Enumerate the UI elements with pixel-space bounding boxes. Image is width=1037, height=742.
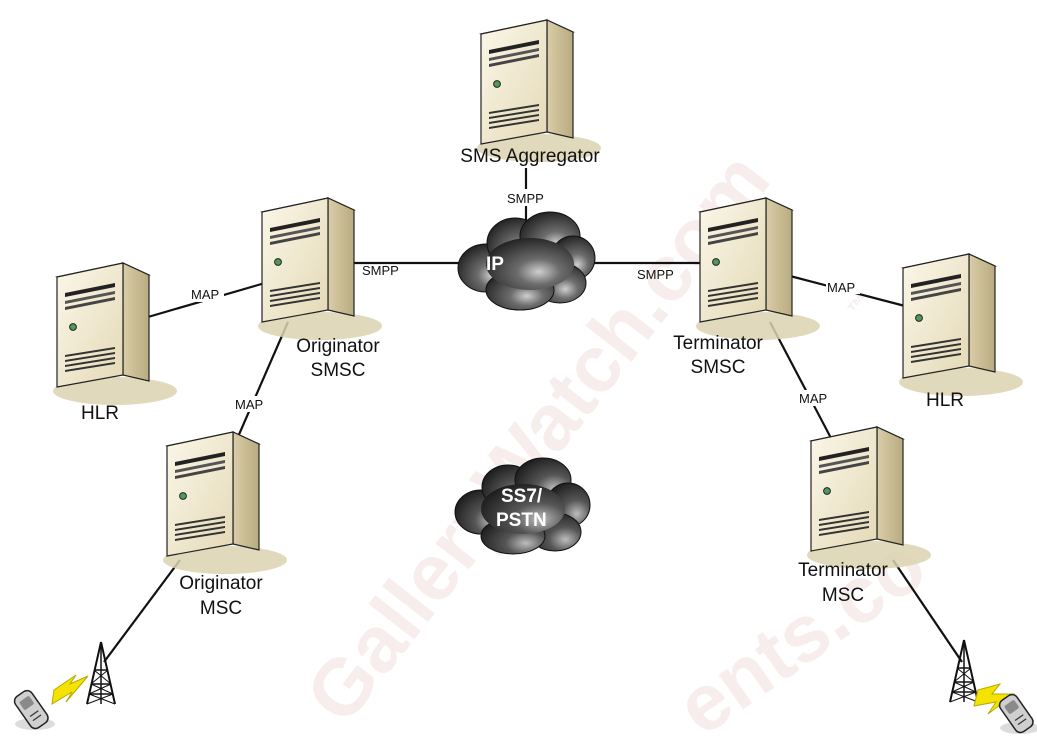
label-originator-smsc-line2: SMSC — [311, 360, 366, 381]
server-hlr-left — [52, 262, 178, 406]
link-label-hlr-left-orig-smsc: MAP — [191, 287, 219, 302]
link-label-ip-term-smsc: SMPP — [637, 267, 674, 282]
right-mobile-terminal — [949, 639, 1037, 736]
link-label-term-smsc-term-msc: MAP — [799, 391, 827, 406]
left-mobile-terminal — [11, 641, 116, 732]
lightning-icon — [51, 674, 89, 705]
label-terminator-msc-line2: MSC — [822, 585, 864, 606]
cloud-ip: IP — [457, 211, 596, 311]
server-terminator-smsc — [695, 197, 821, 341]
link-term-msc-tower — [892, 559, 963, 663]
cloud-label-ip: IP — [486, 254, 504, 275]
label-hlr-left: HLR — [81, 403, 119, 424]
link-label-term-smsc-hlr-right: MAP — [827, 280, 855, 295]
label-originator-msc-line2: MSC — [200, 598, 242, 619]
label-originator-msc-line1: Originator — [179, 573, 263, 594]
link-label-aggregator-ip: SMPP — [507, 191, 544, 206]
phone-icon — [11, 687, 56, 732]
label-originator-smsc-line1: Originator — [296, 336, 380, 357]
server-sms-aggregator — [476, 19, 602, 163]
label-terminator-smsc-line2: SMSC — [691, 357, 746, 378]
label-terminator-smsc-line1: Terminator — [673, 333, 763, 354]
link-label-orig-smsc-ip: SMPP — [362, 263, 399, 278]
link-orig-smsc-orig-msc — [232, 321, 290, 447]
phone-icon-right — [996, 691, 1037, 736]
link-orig-msc-tower — [103, 559, 181, 663]
link-label-orig-smsc-orig-msc: MAP — [235, 397, 263, 412]
link-term-smsc-term-msc — [769, 321, 833, 441]
label-hlr-right: HLR — [926, 390, 964, 411]
cloud-label-ss7: SS7/ — [501, 486, 543, 507]
server-terminator-msc — [806, 426, 932, 570]
server-hlr-right — [898, 253, 1024, 397]
label-sms-aggregator: SMS Aggregator — [460, 146, 600, 167]
link-labels: SMPP SMPP SMPP MAP MAP MAP MAP — [190, 189, 860, 412]
cloud-ss7-pstn: SS7/ PSTN — [454, 457, 591, 555]
server-originator-msc — [162, 431, 288, 575]
node-labels: SMS Aggregator Originator SMSC Terminato… — [81, 146, 964, 619]
label-terminator-msc-line1: Terminator — [798, 560, 888, 581]
cloud-label-pstn: PSTN — [496, 510, 547, 531]
